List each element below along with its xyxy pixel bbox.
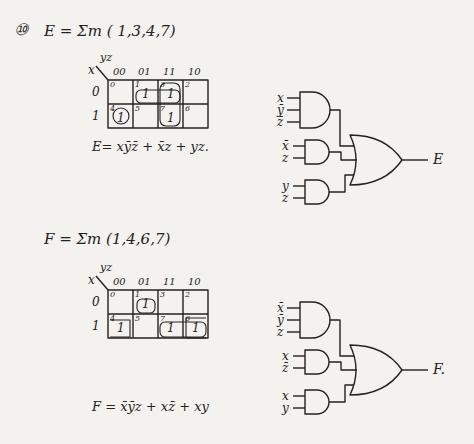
gate-input: x [282,390,289,402]
kmap-column-header: 00 [113,277,126,287]
gate-input: ȳ [277,314,284,326]
gate-input: z [282,152,288,164]
kmap-cell-number: 4 [110,105,115,113]
kmap-cell-value: 1 [142,88,150,100]
gate-network [287,92,428,204]
kmap-cell-value: 1 [192,322,200,334]
kmap-grid [96,276,208,338]
kmap-cell-value: 1 [142,298,150,310]
kmap-cell-number: 6 [185,315,190,323]
kmap-cell-number: 1 [135,291,140,299]
gate-input: z̄ [282,362,288,374]
kmap-axis-label: x [88,274,95,286]
output-name: E [433,152,443,166]
kmap-cell-number: 4 [110,315,115,323]
boolean-expression: E= xȳz̄ + x̄z + yz. [92,140,209,153]
kmap-axis-label: x [88,64,95,76]
gate-input: y [282,180,289,192]
gate-input: y [282,402,289,414]
function-definition: F = Σm (1,4,6,7) [44,232,170,247]
kmap-row-header: 1 [92,110,100,122]
gate-input: x [277,92,284,104]
kmap-column-header: 11 [163,67,176,77]
gate-input: z [277,326,283,338]
gate-input: ȳ [277,104,284,116]
kmap-cell-number: 7 [160,315,165,323]
kmap-axis-label: yz [100,262,112,273]
kmap-column-header: 01 [138,67,151,77]
kmap-cell-number: 6 [185,105,190,113]
kmap-cell-number: 5 [135,315,140,323]
kmap-group [113,83,180,126]
kmap-cell-number: 2 [185,81,190,89]
kmap-cell-number: 7 [160,105,165,113]
kmap-cell-value: 1 [117,322,125,334]
gate-input: x̄ [277,302,284,314]
gate-input: x̄ [282,140,289,152]
function-definition: E = Σm ( 1,3,4,7) [44,24,176,39]
kmap-column-header: 11 [163,277,176,287]
kmap-column-header: 10 [188,67,201,77]
kmap-row-header: 0 [92,86,100,98]
kmap-cell-value: 1 [167,112,175,124]
kmap-column-header: 01 [138,277,151,287]
kmap-cell-number: 3 [160,291,165,299]
gate-input: x [282,350,289,362]
kmap-axis-label: yz [100,52,112,63]
kmap-cell-number: 5 [135,105,140,113]
boolean-expression: F = x̄ȳz + xz̄ + xy [92,400,209,413]
kmap-cell-number: 0 [110,291,115,299]
kmap-row-header: 1 [92,320,100,332]
output-name: F. [433,362,445,376]
kmap-column-header: 00 [113,67,126,77]
kmap-cell-value: 1 [117,112,125,124]
problem-number: ⑩ [14,22,28,38]
kmap-cell-number: 3 [160,81,165,89]
gate-input: z [282,192,288,204]
kmap-cell-number: 1 [135,81,140,89]
kmap-cell-value: 1 [167,322,175,334]
kmap-cell-number: 0 [110,81,115,89]
kmap-group [110,299,206,338]
kmap-grid [96,66,208,128]
kmap-row-header: 0 [92,296,100,308]
gate-input: z̄ [277,116,283,128]
kmap-cell-value: 1 [167,88,175,100]
kmap-cell-number: 2 [185,291,190,299]
gate-network [287,302,428,414]
kmap-column-header: 10 [188,277,201,287]
